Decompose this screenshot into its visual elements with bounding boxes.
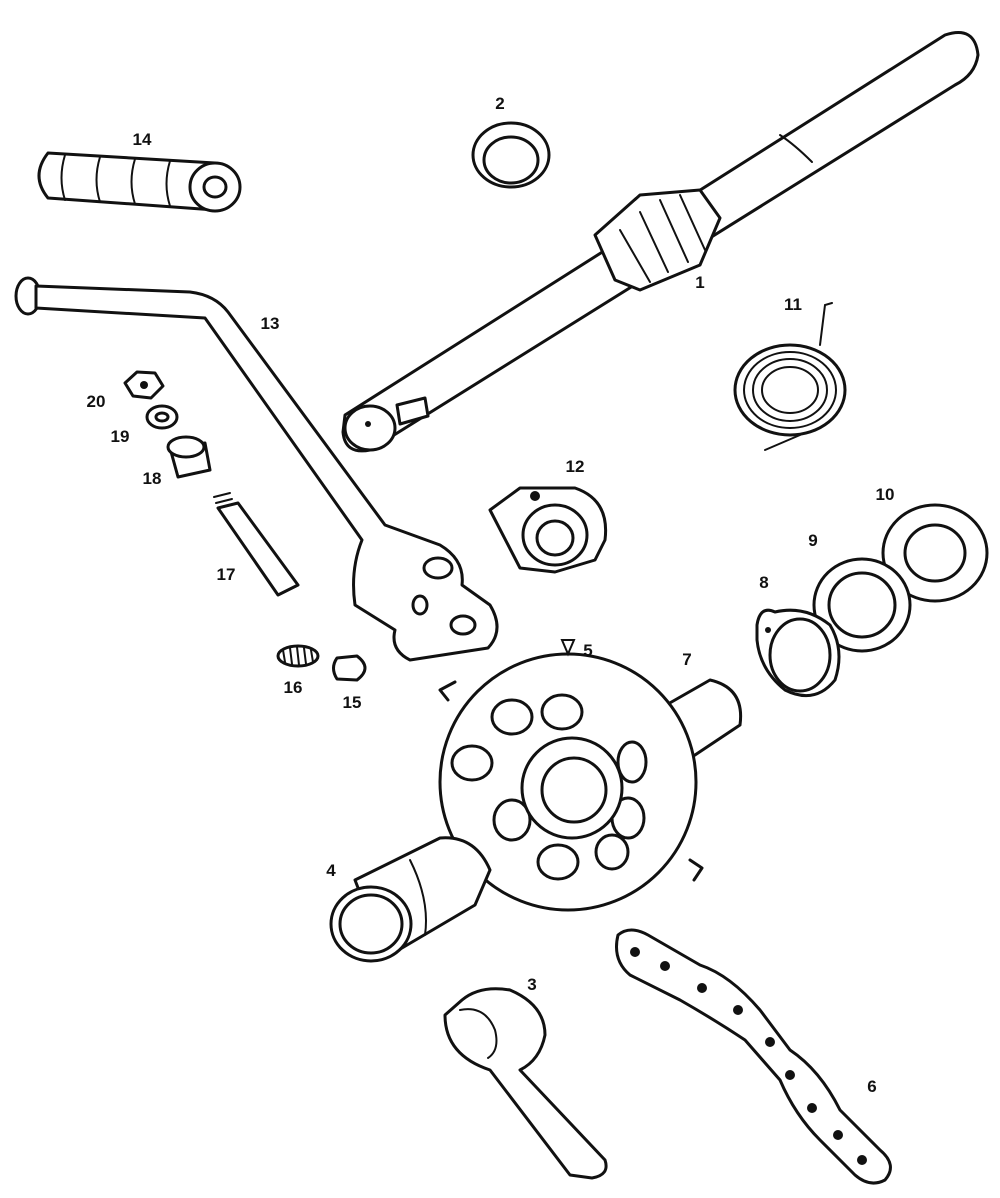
callout-label: 15 — [343, 693, 362, 712]
callout-label: 17 — [217, 565, 236, 584]
callout-label: 4 — [326, 861, 336, 880]
callout-label: 18 — [143, 469, 162, 488]
sprocket-icon — [438, 639, 704, 912]
callout-label: 7 — [682, 650, 691, 669]
callout-label: 8 — [759, 573, 768, 592]
callout-label: 16 — [284, 678, 303, 697]
return-spring-icon — [733, 302, 847, 451]
chain-icon — [615, 928, 892, 1185]
kick-lever-icon — [14, 276, 499, 662]
bushing-ring-icon — [471, 121, 551, 189]
callout-label: 9 — [808, 531, 817, 550]
circlip-icon — [755, 608, 841, 698]
callout-label: 5 — [583, 641, 592, 660]
washer-icon — [881, 503, 989, 603]
callout-label: 3 — [527, 975, 536, 994]
callout-label: 13 — [261, 314, 280, 333]
callout-label: 11 — [784, 295, 802, 314]
callout-label: 14 — [133, 130, 152, 149]
spanner-icon — [443, 987, 608, 1180]
lever-rubber-icon — [37, 151, 242, 213]
thrust-washer-icon — [812, 557, 912, 653]
callout-label: 6 — [867, 1077, 876, 1096]
pivot-bolt-icon — [213, 492, 300, 597]
spring-guide-icon — [488, 486, 608, 574]
kickstart-shaft-icon — [341, 31, 980, 453]
callout-label: 12 — [566, 457, 585, 476]
spacer-icon — [166, 435, 212, 479]
callout-label: 2 — [495, 94, 504, 113]
callout-label: 10 — [876, 485, 895, 504]
callout-label: 20 — [87, 392, 106, 411]
callout-label: 19 — [111, 427, 130, 446]
detent-spring-icon — [276, 644, 320, 668]
callout-label: 1 — [695, 273, 704, 292]
lock-washer-icon — [145, 404, 179, 430]
nut-icon — [123, 370, 165, 400]
detent-ball-icon — [332, 654, 367, 682]
ratchet-gear-icon — [329, 836, 492, 963]
